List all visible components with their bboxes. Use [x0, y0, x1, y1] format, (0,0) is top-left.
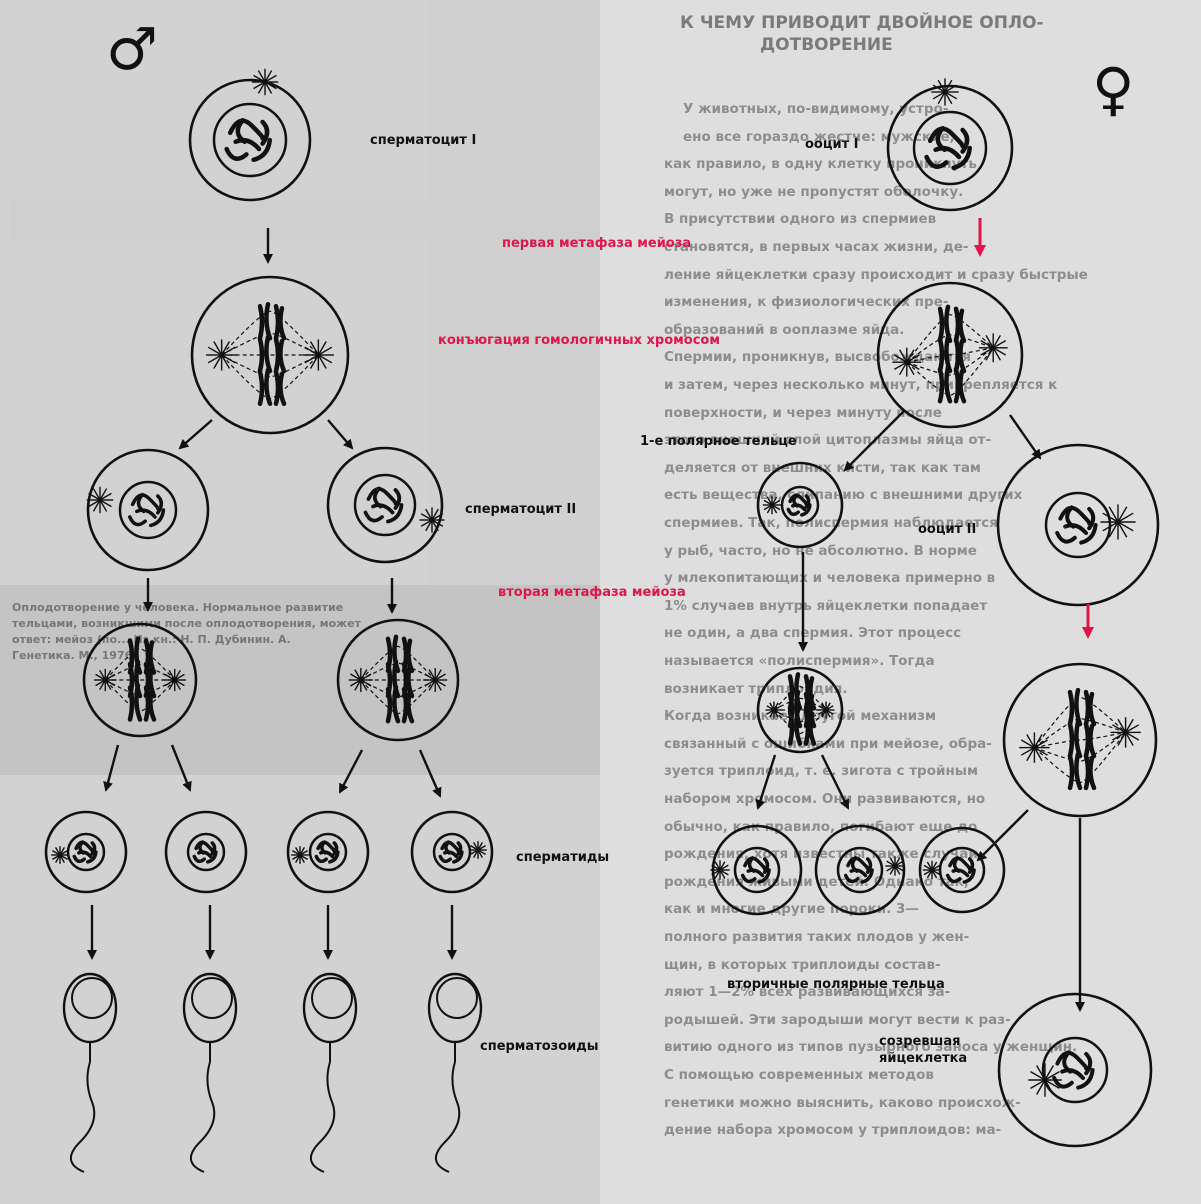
- male-symbol-icon: ♂: [106, 20, 158, 78]
- label-first-metaphase: первая метафаза мейоза: [502, 236, 691, 251]
- polar-body-metaphase-cell: [758, 668, 842, 752]
- label-spermatocyte-2: сперматоцит II: [465, 502, 576, 517]
- oocyte-2-cell: [998, 445, 1158, 605]
- spermatid-3-cell: [288, 812, 368, 892]
- label-spermatozoa: сперматозоиды: [480, 1039, 599, 1054]
- label-spermatids: сперматиды: [516, 850, 609, 865]
- female-metaphase-1-cell: [878, 283, 1022, 427]
- spermatocyte-1-cell: [190, 69, 310, 200]
- first-polar-body-cell: [758, 463, 842, 547]
- female-symbol-icon: ♀: [1092, 60, 1134, 118]
- acrosome: [312, 978, 352, 1018]
- mature-egg-cell: [999, 994, 1151, 1146]
- oocyte-1-cell: [888, 78, 1012, 210]
- sperm-tail: [71, 1042, 94, 1172]
- label-mature-egg-line1: созревшая: [879, 1034, 960, 1049]
- secondary-polar-body-1-cell: [710, 826, 801, 914]
- label-conjugation: конъюгация гомологичных хромосом: [438, 333, 720, 348]
- sperm-tail: [191, 1042, 214, 1172]
- spermatid-1-cell: [46, 812, 126, 892]
- label-second-metaphase: вторая метафаза мейоза: [498, 585, 686, 600]
- label-first-polar-body: 1-е полярное тельце: [640, 434, 797, 449]
- male-metaphase-2-right-cell: [338, 620, 458, 740]
- arrow-m4-c: [340, 750, 362, 792]
- arrow-m2-right: [328, 420, 352, 448]
- label-spermatocyte-1: сперматоцит I: [370, 133, 476, 148]
- spermatocyte-2-right-cell: [328, 448, 445, 562]
- secondary-polar-body-3-cell: [920, 828, 1004, 912]
- secondary-polar-body-2-cell: [816, 826, 905, 914]
- acrosome: [437, 978, 477, 1018]
- arrow-m4-a: [106, 745, 118, 790]
- spermatocyte-2-left-cell: [87, 450, 208, 570]
- arrow-m4-b: [172, 745, 190, 790]
- spermatozoon-2: [184, 974, 236, 1172]
- spermatid-4-cell: [412, 812, 492, 892]
- spermatid-2-cell: [166, 812, 246, 892]
- arrow-f4-a: [758, 755, 775, 808]
- male-metaphase-1-cell: [192, 277, 348, 433]
- arrow-f4-b: [822, 755, 848, 808]
- acrosome: [72, 978, 112, 1018]
- label-oocyte-2: ооцит II: [918, 522, 976, 537]
- spermatozoon-1: [64, 974, 116, 1172]
- cell-membrane: [1004, 664, 1156, 816]
- male-metaphase-2-left-cell: [84, 624, 196, 736]
- sperm-tail: [311, 1042, 334, 1172]
- oocyte-metaphase-2-cell: [1004, 664, 1156, 816]
- sperm-tail: [436, 1042, 459, 1172]
- spermatozoon-3: [304, 974, 356, 1172]
- label-secondary-polar-bodies: вторичные полярные тельца: [727, 977, 945, 992]
- acrosome: [192, 978, 232, 1018]
- arrow-m4-d: [420, 750, 440, 796]
- arrow-f2-left: [845, 410, 905, 470]
- spermatozoon-4: [429, 974, 481, 1172]
- label-mature-egg-line2: яйцеклетка: [879, 1051, 967, 1066]
- arrow-f2-right: [1010, 415, 1040, 458]
- label-oocyte-1: ооцит I: [805, 137, 859, 152]
- arrow-m2-left: [180, 420, 212, 448]
